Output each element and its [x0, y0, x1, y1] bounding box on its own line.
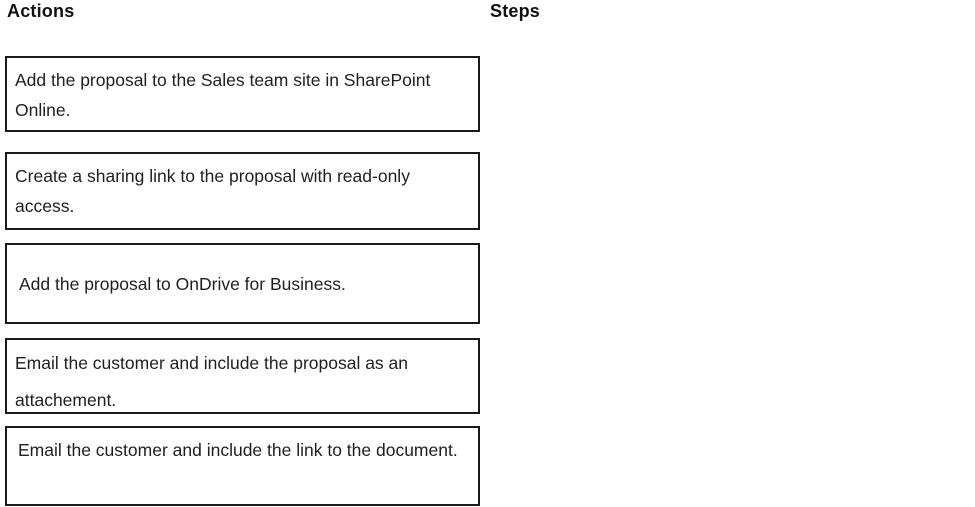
- action-card-label: Add the proposal to OnDrive for Business…: [19, 273, 346, 294]
- action-card-label: Create a sharing link to the proposal wi…: [15, 166, 410, 216]
- actions-column: Add the proposal to the Sales team site …: [5, 0, 480, 507]
- action-card-sharepoint[interactable]: Add the proposal to the Sales team site …: [5, 56, 480, 132]
- action-card-sharing-link[interactable]: Create a sharing link to the proposal wi…: [5, 152, 480, 230]
- action-card-label: Email the customer and include the propo…: [15, 353, 409, 410]
- action-card-label: Add the proposal to the Sales team site …: [15, 70, 431, 120]
- actions-column-header: Actions: [7, 1, 75, 21]
- action-card-email-attachment[interactable]: Email the customer and include the propo…: [5, 338, 480, 414]
- action-card-label: Email the customer and include the link …: [18, 440, 458, 460]
- action-card-email-link[interactable]: Email the customer and include the link …: [5, 426, 480, 506]
- action-card-ondrive[interactable]: Add the proposal to OnDrive for Business…: [5, 243, 480, 324]
- steps-column-header: Steps: [490, 1, 541, 21]
- steps-drop-area[interactable]: [490, 30, 970, 507]
